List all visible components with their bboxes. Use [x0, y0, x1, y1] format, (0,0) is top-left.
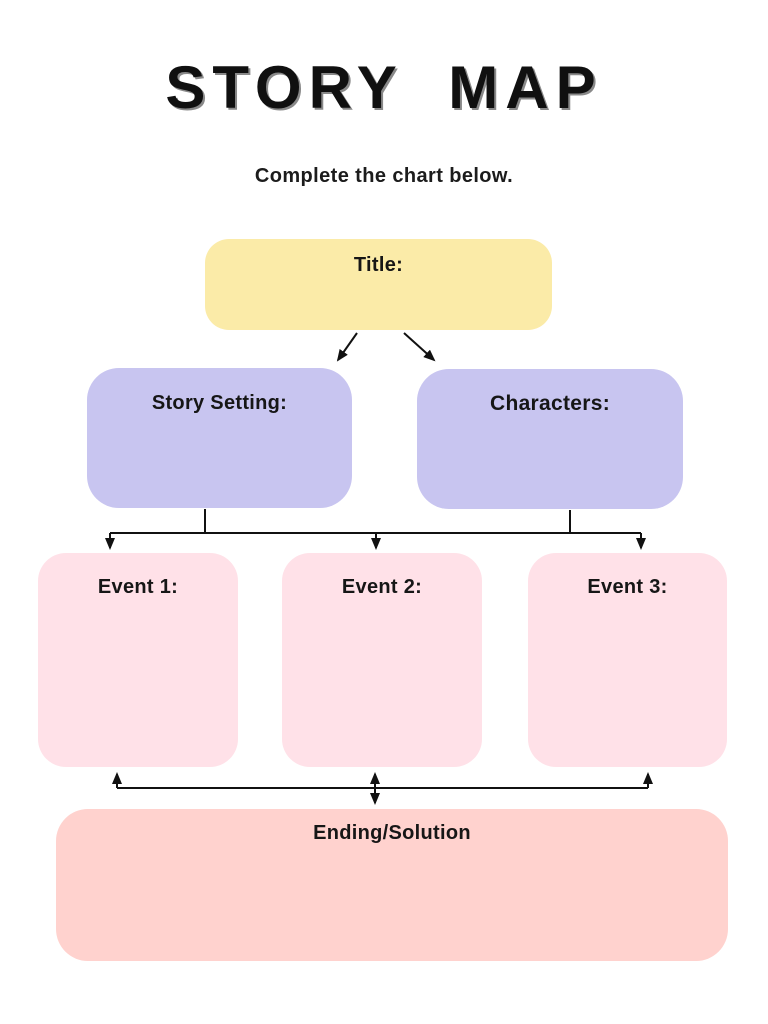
event-1-label: Event 1: — [97, 576, 179, 598]
title-box-label: Title: — [353, 254, 404, 276]
characters-box[interactable]: Characters: — [417, 369, 683, 509]
event-3-box[interactable]: Event 3: — [528, 553, 727, 767]
ending-solution-box[interactable]: Ending/Solution — [56, 809, 728, 961]
event-2-label: Event 2: — [341, 576, 423, 598]
page-subtitle: Complete the chart below. — [254, 165, 514, 187]
story-setting-label: Story Setting: — [151, 392, 288, 414]
page-title: STORY MAP — [165, 54, 603, 121]
event-3-label: Event 3: — [587, 576, 668, 598]
story-setting-box[interactable]: Story Setting: — [87, 368, 352, 508]
event-1-box[interactable]: Event 1: — [38, 553, 238, 767]
title-box[interactable]: Title: — [205, 239, 552, 330]
ending-solution-label: Ending/Solution — [313, 822, 471, 844]
characters-label: Characters: — [489, 392, 611, 415]
event-2-box[interactable]: Event 2: — [282, 553, 482, 767]
